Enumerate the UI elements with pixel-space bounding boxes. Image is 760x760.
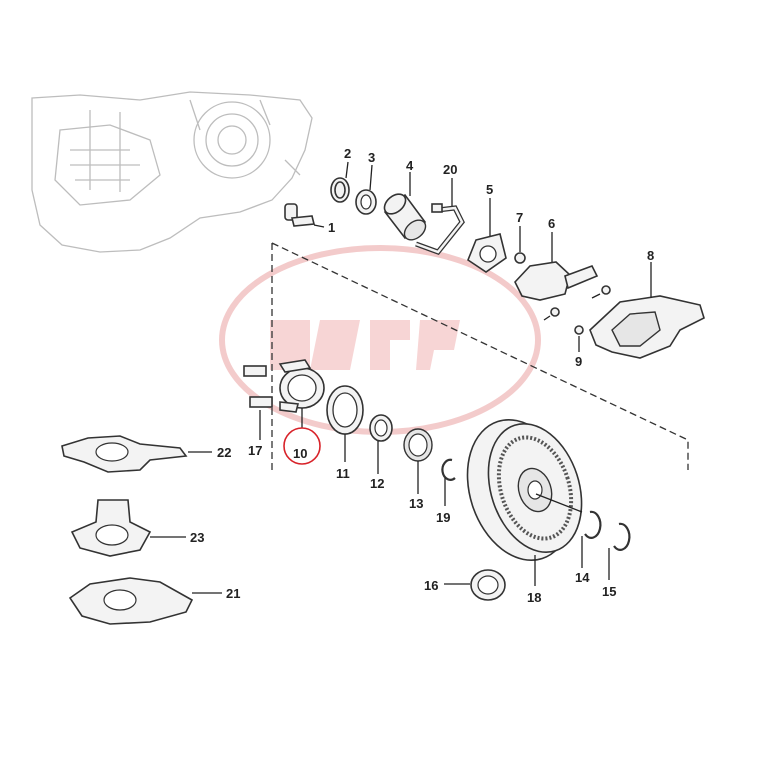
- part-16-seal: [444, 569, 506, 601]
- part-12-o-ring: [369, 414, 393, 474]
- part-10-release-bearing: [278, 359, 325, 428]
- part-1-sensor: [284, 203, 325, 228]
- label-20: 20: [443, 162, 457, 177]
- label-1: 1: [328, 220, 335, 235]
- label-22: 22: [217, 445, 231, 460]
- part-23-gasket: [70, 499, 186, 557]
- part-9-washer: [574, 325, 584, 352]
- label-21: 21: [226, 586, 240, 601]
- part-19-circlip: [441, 458, 456, 506]
- label-13: 13: [409, 496, 423, 511]
- part-13-seal-ring: [403, 428, 433, 494]
- label-17: 17: [248, 443, 262, 458]
- label-12: 12: [370, 476, 384, 491]
- label-4: 4: [406, 158, 414, 173]
- part-5-flange: [467, 198, 507, 273]
- part-11-shaft-seal: [326, 385, 364, 462]
- assembly-outline: [271, 242, 689, 470]
- part-20-fluid-pipe: [415, 178, 465, 255]
- part-21-cover: [68, 577, 222, 625]
- label-15: 15: [602, 584, 616, 599]
- label-3: 3: [368, 150, 375, 165]
- part-17-retaining-clips: [243, 365, 273, 440]
- part-7-nut: [514, 226, 526, 264]
- part-22-release-fork: [61, 435, 212, 473]
- mounting-screws: [543, 285, 611, 321]
- transmission-housing: [31, 91, 313, 253]
- label-23: 23: [190, 530, 204, 545]
- label-18: 18: [527, 590, 541, 605]
- label-19: 19: [436, 510, 450, 525]
- part-3-clip: [355, 164, 377, 215]
- label-8: 8: [647, 248, 654, 263]
- label-16: 16: [424, 578, 438, 593]
- part-4-guide-sleeve: [383, 172, 427, 241]
- label-2: 2: [344, 146, 351, 161]
- label-9: 9: [575, 354, 582, 369]
- label-10: 10: [293, 446, 307, 461]
- highlight-circle-part-10: [283, 427, 321, 465]
- part-6-slave-cylinder: [514, 232, 599, 301]
- label-5: 5: [486, 182, 493, 197]
- part-labels: 1 2 3 4 20 5 7 6 8 9 10 17 11 12 13 19 1…: [190, 146, 654, 605]
- part-8-cover-plate: [589, 262, 705, 359]
- label-7: 7: [516, 210, 523, 225]
- label-14: 14: [575, 570, 590, 585]
- label-11: 11: [336, 466, 350, 481]
- part-2-seal-ring: [330, 161, 350, 203]
- part-14-circlip: [581, 510, 602, 568]
- part-18-dual-clutch: [466, 419, 583, 586]
- label-6: 6: [548, 216, 555, 231]
- part-15-circlip: [608, 522, 631, 580]
